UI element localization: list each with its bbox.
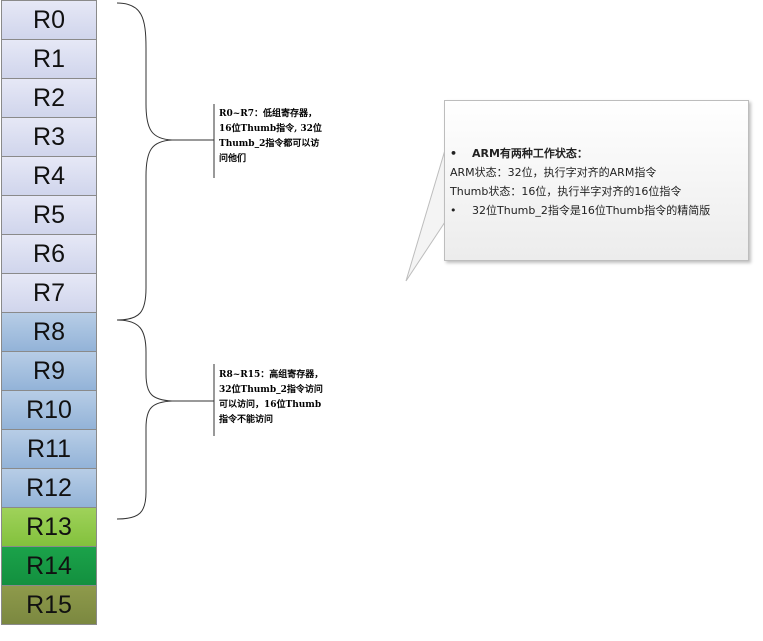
register-stack: R0 R1 R2 R3 R4 R5 R6 R7 R8 R9 R10 R11 R1…	[1, 0, 97, 625]
register-r2: R2	[1, 78, 97, 118]
brace-high-group	[116, 319, 173, 520]
callout-subset-line: • 32位Thumb_2指令是16位Thumb指令的精简版	[450, 201, 750, 220]
brace-low-group	[116, 2, 173, 321]
callout-heading-line: • ARM有两种工作状态：	[450, 144, 750, 163]
note-high-registers: R8~R15：高组寄存器， 32位Thumb_2指令访问 可以访问，16位Thu…	[219, 370, 324, 425]
callout-tail	[405, 149, 446, 282]
callout-box	[444, 100, 749, 261]
register-r5: R5	[1, 195, 97, 235]
bullet-icon: •	[450, 147, 458, 160]
register-r8: R8	[1, 312, 97, 352]
register-r3: R3	[1, 117, 97, 157]
register-r6: R6	[1, 234, 97, 274]
register-r15: R15	[1, 585, 97, 625]
register-r13: R13	[1, 507, 97, 547]
callout-arm-state: ARM状态：32位，执行字对齐的ARM指令	[450, 166, 657, 179]
register-r7: R7	[1, 273, 97, 313]
register-r11: R11	[1, 429, 97, 469]
callout-subset: 32位Thumb_2指令是16位Thumb指令的精简版	[472, 204, 711, 217]
register-r9: R9	[1, 351, 97, 391]
register-r4: R4	[1, 156, 97, 196]
callout-text: • ARM有两种工作状态： ARM状态：32位，执行字对齐的ARM指令 Thumb…	[450, 144, 750, 220]
register-r0: R0	[1, 0, 97, 40]
bullet-icon: •	[450, 204, 457, 217]
register-r14: R14	[1, 546, 97, 586]
callout-heading: ARM有两种工作状态：	[472, 147, 588, 160]
callout-thumb-state: Thumb状态：16位，执行半字对齐的16位指令	[450, 185, 682, 198]
note-low-registers: R0~R7：低组寄存器， 16位Thumb指令, 32位 Thumb_2指令都可…	[219, 109, 322, 164]
